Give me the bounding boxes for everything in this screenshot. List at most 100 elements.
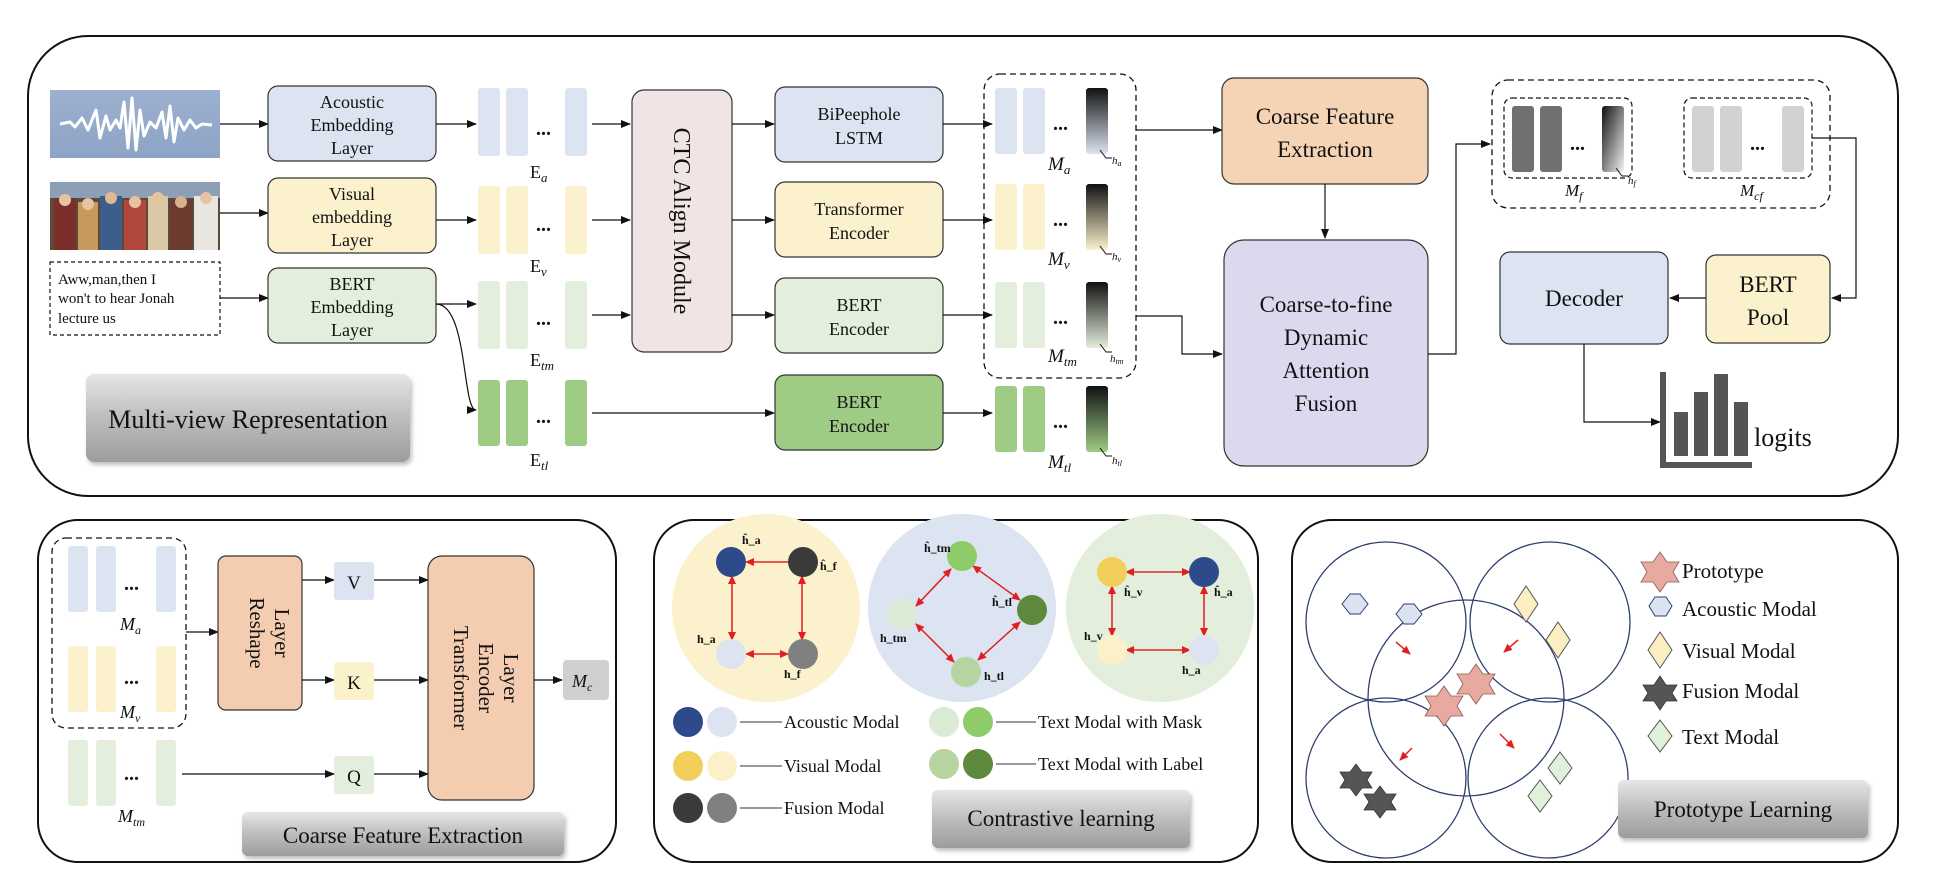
v-node: V bbox=[334, 562, 374, 600]
node-h-hat-tl bbox=[1017, 595, 1047, 625]
transcript-line-2: won't to hear Jonah bbox=[58, 291, 175, 307]
prototype-legend-fusion: Fusion Modal bbox=[1642, 675, 1799, 711]
contrastive-legend-fusion: Fusion Modal bbox=[673, 793, 885, 823]
coarse-M-v-ellipsis: ... bbox=[124, 667, 139, 689]
E-a-ellipsis: ... bbox=[536, 118, 551, 140]
prototype-clusters bbox=[1305, 541, 1631, 859]
M-v-vectors bbox=[995, 184, 1108, 250]
decoder: Decoder bbox=[1499, 251, 1669, 345]
M-cf-vectors bbox=[1692, 106, 1804, 172]
svg-text:embedding: embedding bbox=[312, 207, 392, 227]
transformer-encoder: Transformer Encoder bbox=[774, 181, 944, 258]
svg-text:K: K bbox=[347, 673, 361, 694]
video-frame-image bbox=[50, 182, 220, 250]
coarse-feature-extraction: Coarse Feature Extraction bbox=[1221, 77, 1429, 185]
prototype-star-2 bbox=[1456, 663, 1496, 705]
M-f-group bbox=[1503, 97, 1633, 179]
svg-text:Transformer: Transformer bbox=[449, 626, 473, 730]
prototype-legend-acoustic: Acoustic Modal bbox=[1648, 596, 1817, 621]
svg-text:Decoder: Decoder bbox=[1545, 286, 1623, 311]
contrastive-legend-text-label: Text Modal with Label bbox=[929, 749, 1203, 779]
E-tl-vectors bbox=[478, 380, 587, 446]
svg-text:Prototype: Prototype bbox=[1682, 559, 1764, 583]
coarse-M-a-ellipsis: ... bbox=[124, 573, 139, 595]
M-f-vectors bbox=[1512, 106, 1624, 172]
svg-text:BERT: BERT bbox=[837, 295, 882, 315]
svg-text:Coarse-to-fine: Coarse-to-fine bbox=[1260, 292, 1393, 317]
k-node: K bbox=[334, 662, 374, 700]
node-h-hat-v bbox=[1097, 557, 1127, 587]
M-f-label: Mf bbox=[1564, 181, 1584, 203]
acoustic-hexagon-1 bbox=[1341, 593, 1369, 615]
fusion-star-2 bbox=[1363, 785, 1397, 819]
M-v-ellipsis: ... bbox=[1053, 209, 1068, 231]
prototype-panel-frame bbox=[1291, 519, 1899, 863]
multi-view-representation-label: Multi-view Representation bbox=[86, 374, 410, 462]
M-cf-ellipsis: ... bbox=[1750, 133, 1765, 155]
svg-text:Transformer: Transformer bbox=[814, 199, 903, 219]
E-v-label: Ev bbox=[530, 256, 547, 279]
contrastive-circle-3 bbox=[1066, 514, 1254, 702]
E-tl-ellipsis: ... bbox=[536, 406, 551, 428]
svg-text:Embedding: Embedding bbox=[311, 297, 394, 317]
svg-text:Layer: Layer bbox=[499, 654, 523, 703]
bert-encoder-labeled: BERT Encoder bbox=[774, 374, 944, 451]
contrastive-circle-2 bbox=[868, 514, 1056, 702]
M-tl-vectors bbox=[995, 386, 1108, 452]
E-a-label: Ea bbox=[530, 162, 548, 185]
coarse-M-tm-ellipsis: ... bbox=[124, 763, 139, 785]
node-h-a-1 bbox=[716, 639, 746, 669]
q-node: Q bbox=[334, 756, 374, 794]
ctc-align-module: CTC Align Module bbox=[631, 89, 733, 353]
h-tl-label: htl bbox=[1112, 455, 1123, 468]
bert-encoder-masked: BERT Encoder bbox=[774, 277, 944, 354]
circle-2-arrows bbox=[915, 565, 1021, 663]
svg-text:Visual Modal: Visual Modal bbox=[784, 756, 881, 776]
E-v-vectors bbox=[478, 186, 587, 254]
coarse-M-a-label: Ma bbox=[119, 614, 141, 637]
M-tl-label: Mtl bbox=[1047, 452, 1071, 475]
E-tm-vectors bbox=[478, 281, 587, 349]
svg-text:Layer: Layer bbox=[331, 230, 373, 250]
M-a-label: Ma bbox=[1047, 154, 1071, 177]
node-h-hat-f bbox=[788, 547, 818, 577]
h-tm-label: htm bbox=[1110, 353, 1124, 366]
svg-text:BERT: BERT bbox=[330, 274, 375, 294]
svg-text:Layer: Layer bbox=[331, 138, 373, 158]
node-h-hat-a-2 bbox=[1189, 557, 1219, 587]
svg-text:Attention: Attention bbox=[1283, 358, 1370, 383]
transformer-encoder-layer: Transformer Encoder Layer bbox=[427, 555, 535, 801]
visual-diamond-2 bbox=[1545, 621, 1571, 659]
visual-diamond-1 bbox=[1513, 585, 1539, 623]
contrastive-learning-label: Contrastive learning bbox=[932, 790, 1190, 848]
transcript-line-1: Aww,man,then I bbox=[58, 272, 156, 288]
label-h-tm: h_tm bbox=[880, 631, 907, 645]
logits-bar-icon bbox=[1660, 372, 1752, 468]
E-tm-label: Etm bbox=[530, 350, 554, 373]
label-h-hat-v: ĥ_v bbox=[1124, 584, 1143, 599]
svg-text:Q: Q bbox=[347, 767, 361, 788]
contrastive-legend-acoustic: Acoustic Modal bbox=[673, 707, 899, 737]
svg-text:Layer: Layer bbox=[270, 609, 294, 658]
svg-text:Encoder: Encoder bbox=[829, 416, 889, 436]
label-h-hat-a-2: ĥ_a bbox=[1214, 584, 1233, 599]
coarse-M-tm-vectors bbox=[68, 740, 176, 806]
svg-text:Coarse Feature: Coarse Feature bbox=[1256, 104, 1395, 129]
h-f-label: hf bbox=[1628, 175, 1638, 188]
text-diamond-2 bbox=[1527, 779, 1553, 813]
M-f-ellipsis: ... bbox=[1570, 133, 1585, 155]
node-h-f bbox=[788, 639, 818, 669]
circle-1-arrows bbox=[728, 558, 806, 658]
M-cf-label: Mcf bbox=[1739, 181, 1764, 203]
label-h-v: h_v bbox=[1084, 629, 1103, 643]
node-h-hat-tm bbox=[947, 541, 977, 571]
coarse-input-group bbox=[51, 537, 187, 729]
fused-features-group bbox=[1491, 79, 1831, 209]
svg-text:BERT: BERT bbox=[837, 392, 882, 412]
circle-3-arrows bbox=[1108, 568, 1208, 654]
svg-text:V: V bbox=[347, 573, 361, 594]
svg-text:Contrastive learning: Contrastive learning bbox=[967, 806, 1155, 831]
svg-text:Multi-view Representation: Multi-view Representation bbox=[108, 405, 387, 434]
coarse-M-tm-label: Mtm bbox=[117, 806, 145, 829]
